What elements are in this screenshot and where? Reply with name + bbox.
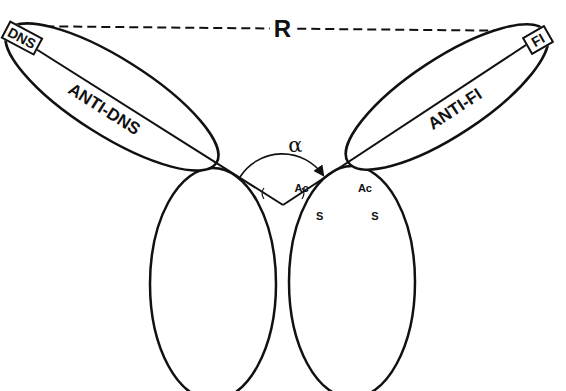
ellipse-outline [325,0,566,196]
text-holder: FI [529,30,548,50]
sulfur-label: S [316,210,323,222]
angle-arc [240,154,323,177]
hapten-label: FI [529,30,548,50]
chain-axis [283,39,536,205]
angle-symbol: α [288,133,302,157]
heavy-chain-lobe [289,166,415,391]
distance-label: R [270,15,295,42]
disulfide-link [262,188,264,199]
sulfur-label: S [371,210,378,222]
ellipse-outline [0,0,239,198]
fab-arm-ellipse: ANTI-DNS [0,0,239,198]
ellipse-shape [0,0,237,195]
fab-arm-ellipse: ANTI-FI [325,0,566,196]
heavy-chain-lobe [150,168,276,391]
acetyl-label: Ac [358,182,372,194]
chain-axis [18,38,283,205]
acetyl-label: Ac [295,182,309,194]
